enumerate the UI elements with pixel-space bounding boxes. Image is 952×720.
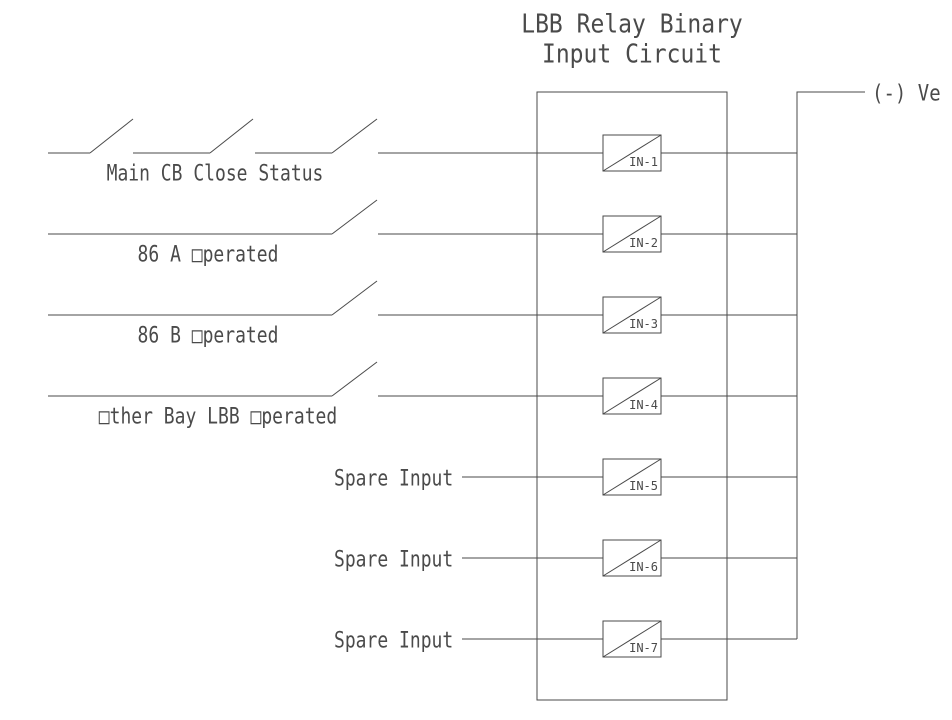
input-box-in-7 [602, 620, 662, 658]
input-box-in-3 [602, 296, 662, 334]
row-label-86-b-operated: 86 B □perated [137, 323, 279, 349]
input-terminal-label-in-3: IN-3 [629, 317, 658, 331]
switch-blade-icon [331, 361, 378, 397]
row-3-wiring [48, 280, 797, 316]
input-box-outline [602, 539, 662, 577]
row-1-wiring [48, 118, 797, 154]
input-box-outline [602, 458, 662, 496]
row-label-spare-input-3: Spare Input [334, 628, 454, 654]
input-box-outline [602, 215, 662, 253]
row-label-spare-input-2: Spare Input [334, 547, 454, 573]
row-4-wiring [48, 361, 797, 397]
input-terminal-label-in-2: IN-2 [629, 236, 658, 250]
input-box-diagonal [602, 458, 662, 496]
diagram-title-line2: Input Circuit [541, 40, 722, 70]
input-box-diagonal [602, 296, 662, 334]
row-label-other-bay-lbb-operated: □ther Bay LBB □perated [98, 404, 338, 430]
negative-bus-line [796, 91, 865, 639]
input-box-outline [602, 134, 662, 172]
row-2-wiring [48, 199, 797, 235]
page-title: LBB Relay Binary Input Circuit [521, 10, 743, 70]
input-terminal-label-in-6: IN-6 [629, 560, 658, 574]
input-box-diagonal [602, 539, 662, 577]
input-box-diagonal [602, 215, 662, 253]
diagram-title-line1: LBB Relay Binary [521, 10, 743, 40]
input-box-outline [602, 296, 662, 334]
negative-ve-label: (-) Ve [872, 81, 941, 107]
input-terminal-label-in-7: IN-7 [629, 641, 658, 655]
input-terminal-label-in-1: IN-1 [629, 155, 658, 169]
input-box-outline [602, 620, 662, 658]
input-box-in-6 [602, 539, 662, 577]
switch-blade-icon [331, 118, 378, 154]
input-box-in-1 [602, 134, 662, 172]
input-box-in-5 [602, 458, 662, 496]
input-box-in-2 [602, 215, 662, 253]
input-terminal-label-in-4: IN-4 [629, 398, 658, 412]
input-box-diagonal [602, 620, 662, 658]
input-box-diagonal [602, 134, 662, 172]
switch-blade-icon [331, 199, 378, 235]
row-label-spare-input-1: Spare Input [334, 466, 454, 492]
switch-blade-icon [209, 118, 254, 154]
switch-blade-icon [331, 280, 378, 316]
switch-blade-icon [89, 118, 134, 154]
input-terminal-label-in-5: IN-5 [629, 479, 658, 493]
input-box-diagonal [602, 377, 662, 415]
row-label-86-a-operated: 86 A □perated [137, 242, 279, 268]
input-box-in-4 [602, 377, 662, 415]
input-box-outline [602, 377, 662, 415]
row-label-main-cb-close-status: Main CB Close Status [106, 161, 324, 187]
